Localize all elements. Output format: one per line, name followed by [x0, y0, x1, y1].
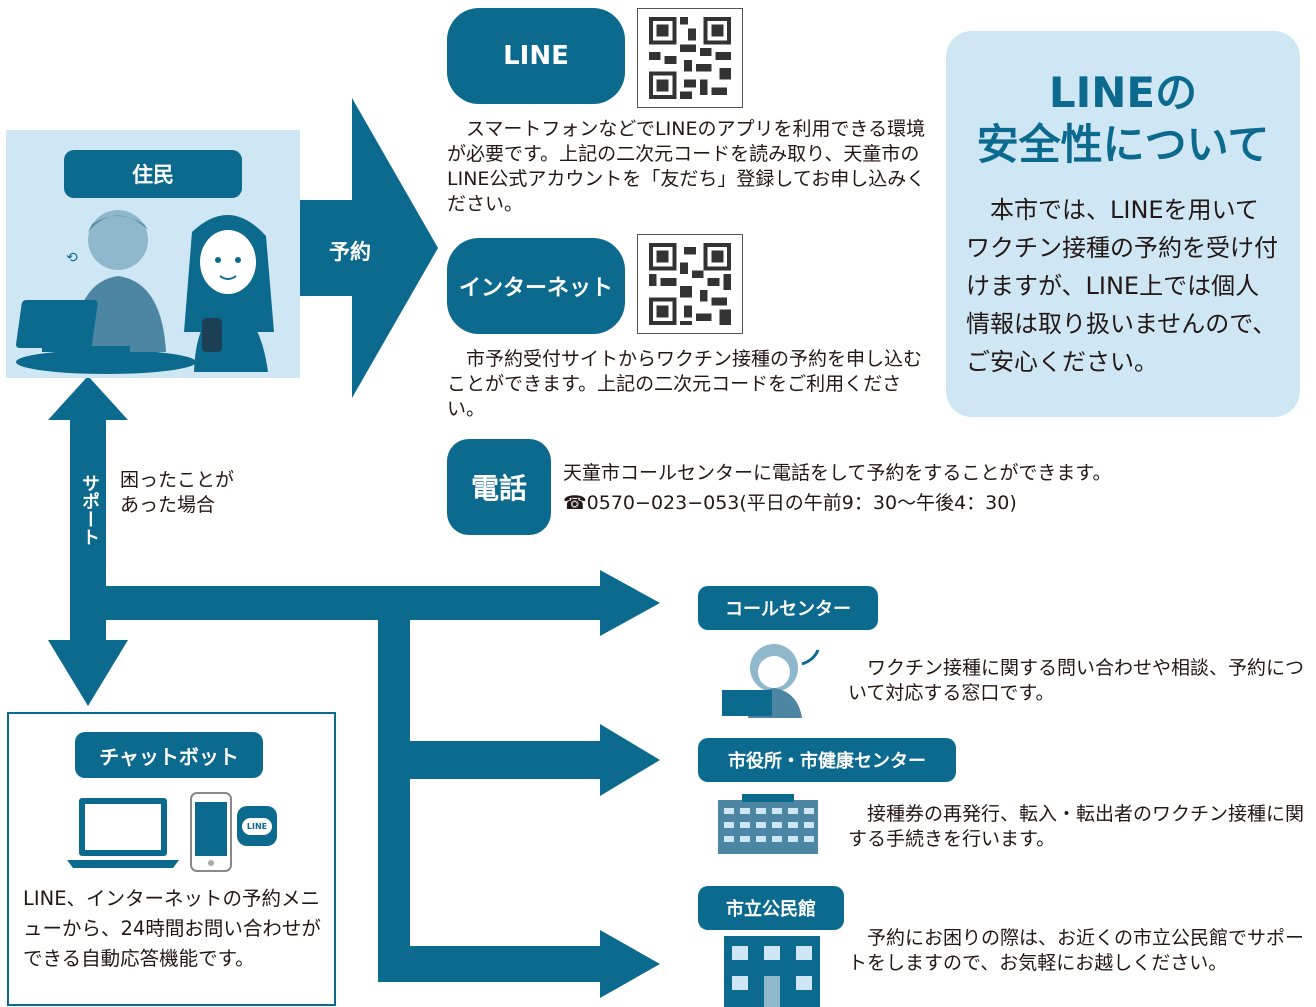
safety-panel: LINEの 安全性について 本市では、LINEを用いてワクチン接種の予約を受け付… [946, 31, 1300, 417]
internet-method-desc: 市予約受付サイトからワクチン接種の予約を申し込むことができます。上記の二次元コー… [447, 348, 923, 420]
community-center-title: 市立公民館 [698, 886, 844, 930]
call-center-desc: ワクチン接種に関する問い合わせや相談、予約について対応する窓口です。 [848, 657, 1305, 704]
resident-title: 住民 [64, 150, 242, 198]
call-center-illustration [722, 644, 820, 718]
line-app-icon: LINE [237, 806, 277, 846]
community-center-desc: 予約にお困りの際は、お近くの市立公民館でサポートをしますので、お気軽にお越しくだ… [848, 927, 1305, 974]
svg-text:⟲: ⟲ [66, 250, 78, 266]
line-method-desc: スマートフォンなどでLINEのアプリを利用できる環境が必要です。上記の二次元コー… [447, 118, 926, 215]
chatbot-title: チャットボット [75, 732, 263, 778]
chatbot-panel: チャットボット LINE LINE、インターネットの予約メニューから、24時間お… [7, 712, 336, 1006]
city-hall-building-icon [718, 794, 818, 854]
support-note: 困ったことが あった場合 [120, 468, 234, 518]
safety-title-line2: 安全性について [976, 120, 1270, 169]
resident-panel: 住民 ⟲ [6, 130, 300, 378]
smartphone-icon [190, 792, 232, 872]
support-label: サポート [79, 474, 100, 546]
laptop-icon [67, 798, 179, 868]
residents-illustration: ⟲ [16, 210, 274, 374]
reserve-arrow-shape [300, 98, 438, 398]
support-double-arrow-shape [48, 376, 128, 706]
support-note-line1: 困ったことが [120, 469, 235, 491]
community-center-building-icon [724, 936, 820, 1007]
phone-method-badge: 電話 [447, 439, 551, 535]
chatbot-desc: LINE、インターネットの予約メニューから、24時間お問い合わせができる自動応答… [23, 887, 321, 970]
line-method-badge: LINE [447, 8, 625, 104]
safety-title-line1: LINEの [1048, 68, 1198, 117]
line-qr-icon [648, 16, 732, 100]
call-center-arrow-shape [106, 570, 660, 636]
internet-method-badge: インターネット [447, 238, 625, 334]
community-center-arrow-shape [378, 930, 660, 998]
safety-body: 本市では、LINEを用いてワクチン接種の予約を受け付けますが、LINE上では個人… [966, 196, 1278, 376]
line-app-badge: LINE [241, 817, 273, 835]
city-hall-desc: 接種券の再発行、転入・転出者のワクチン接種に関する手続きを行います。 [848, 803, 1305, 850]
branch-vertical-shape [378, 620, 410, 982]
city-hall-title: 市役所・市健康センター [698, 738, 956, 782]
city-hall-arrow-shape [410, 724, 660, 796]
reserve-label: 予約 [329, 240, 371, 264]
internet-qr-icon [648, 242, 732, 326]
phone-number: ☎0570−023−053(平日の午前9：30〜午後4：30) [563, 492, 1017, 514]
call-center-title: コールセンター [698, 586, 878, 630]
phone-method-desc: 天童市コールセンターに電話をして予約をすることができます。 [563, 462, 1112, 484]
line-qr-code [637, 8, 743, 108]
internet-qr-code [637, 234, 743, 334]
support-note-line2: あった場合 [120, 494, 216, 516]
